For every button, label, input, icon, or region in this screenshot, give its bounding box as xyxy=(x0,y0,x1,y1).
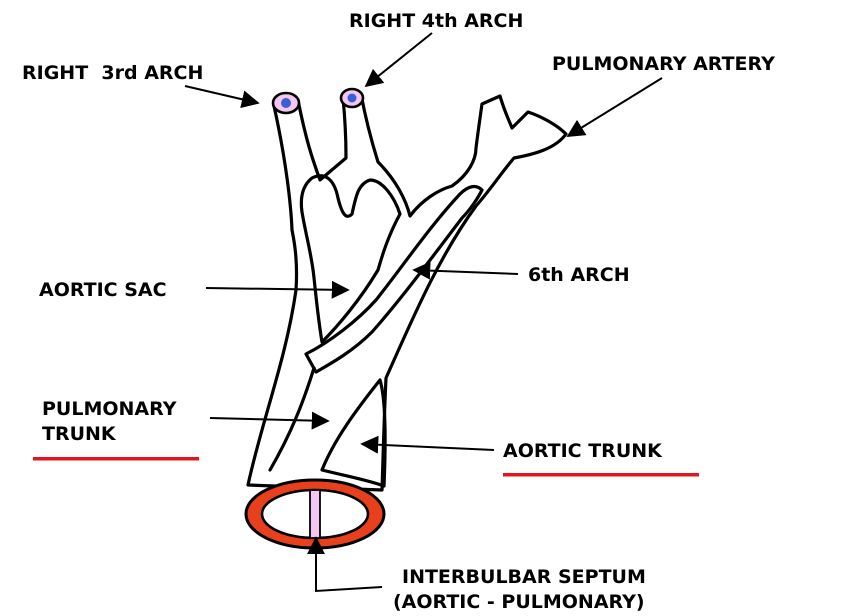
arrow-right-4th-arch xyxy=(366,33,432,86)
label-right-4th-arch: RIGHT 4th ARCH xyxy=(349,10,523,32)
label-pulmonary-trunk-line2: TRUNK xyxy=(42,423,117,445)
label-interbulbar-septum-line1: INTERBULBAR SEPTUM xyxy=(402,566,646,588)
interbulbar-septum-bar xyxy=(310,490,320,538)
label-interbulbar-septum-line2: (AORTIC - PULMONARY) xyxy=(393,591,645,613)
label-aortic-sac: AORTIC SAC xyxy=(39,279,167,301)
arrow-pulmonary-trunk xyxy=(210,418,328,421)
label-sixth-arch: 6th ARCH xyxy=(528,264,630,286)
arrow-pulmonary-artery xyxy=(568,78,662,136)
underline-aortic-trunk xyxy=(503,473,699,477)
arrow-sixth-arch xyxy=(414,270,518,274)
labels: RIGHT 4th ARCH RIGHT 3rd ARCH PULMONARY … xyxy=(22,10,775,613)
vessel-drawing xyxy=(246,89,566,548)
label-pulmonary-artery: PULMONARY ARTERY xyxy=(552,53,775,75)
label-right-3rd-arch: RIGHT 3rd ARCH xyxy=(22,62,203,84)
arrow-aortic-sac xyxy=(206,288,348,290)
label-aortic-trunk: AORTIC TRUNK xyxy=(503,440,663,462)
sixth-arch-channel xyxy=(306,187,482,372)
label-pulmonary-trunk-line1: PULMONARY xyxy=(42,398,177,420)
right-4th-arch-lumen xyxy=(348,94,357,103)
arrow-right-3rd-arch xyxy=(185,86,258,103)
right-3rd-arch-lumen xyxy=(281,98,291,108)
underline-pulmonary-trunk xyxy=(33,457,199,461)
aortic-trunk-channel xyxy=(322,380,385,486)
